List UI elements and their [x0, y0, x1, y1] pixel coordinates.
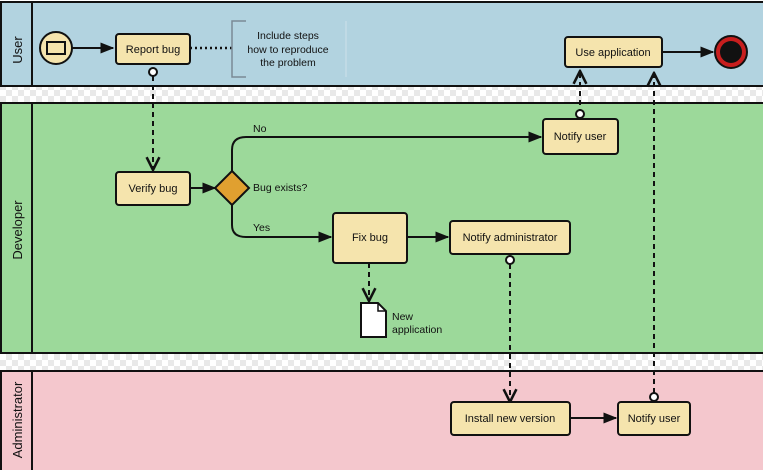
task-label: Install new version: [465, 413, 556, 425]
annotation-line: the problem: [260, 57, 316, 69]
end-event-icon: [714, 35, 748, 69]
task-label: Fix bug: [352, 232, 388, 244]
message-start-circle: [505, 255, 515, 265]
flow-no-to-notify-user: [231, 131, 543, 171]
task-report-bug[interactable]: Report bug: [115, 33, 191, 65]
task-notify-user-administrator[interactable]: Notify user: [617, 401, 691, 436]
exclusive-gateway-icon[interactable]: [213, 169, 251, 207]
task-label: Report bug: [126, 44, 180, 56]
flow-label-no: No: [253, 123, 267, 135]
message-start-circle: [649, 392, 659, 402]
task-install-new-version[interactable]: Install new version: [450, 401, 571, 436]
task-verify-bug[interactable]: Verify bug: [115, 171, 191, 206]
task-label: Verify bug: [129, 183, 178, 195]
envelope-start-event-icon: [39, 31, 73, 65]
lane-title-user: User: [10, 36, 25, 64]
task-label: Notify administrator: [463, 232, 558, 244]
task-notify-user-developer[interactable]: Notify user: [542, 118, 619, 155]
lane-separator: [0, 86, 763, 103]
annotation-line: Include steps: [257, 30, 319, 42]
task-fix-bug[interactable]: Fix bug: [332, 212, 408, 264]
lane-title-administrator: Administrator: [10, 381, 25, 458]
flow-label-yes: Yes: [253, 222, 270, 234]
annotation-line: how to reproduce: [247, 44, 328, 56]
task-use-application[interactable]: Use application: [564, 36, 663, 68]
message-start-circle: [575, 109, 585, 119]
flow-yes-to-fix-bug: [231, 205, 333, 243]
message-start-circle: [148, 67, 158, 77]
data-object-label: New: [392, 311, 413, 323]
document-icon: [360, 302, 387, 338]
task-label: Notify user: [554, 131, 607, 143]
lane-title-developer: Developer: [10, 200, 25, 260]
task-label: Use application: [575, 47, 650, 59]
text-annotation: Include steps how to reproduce the probl…: [231, 20, 347, 78]
data-object-label: application: [392, 324, 442, 336]
task-notify-administrator[interactable]: Notify administrator: [449, 220, 571, 255]
lane-separator: [0, 353, 763, 371]
task-label: Notify user: [628, 413, 681, 425]
gateway-label: Bug exists?: [253, 182, 307, 194]
